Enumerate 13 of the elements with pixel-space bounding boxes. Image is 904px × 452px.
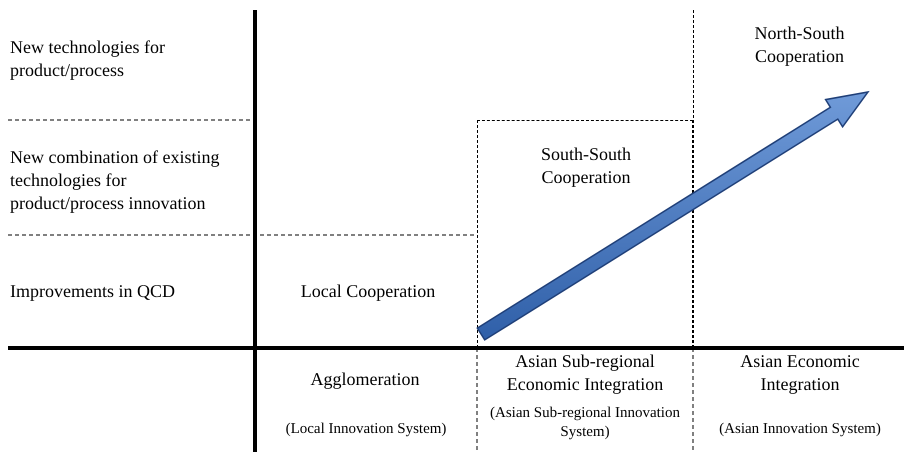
column-label: Asian Sub-regional Economic Integration: [506, 350, 664, 396]
region-label: North-South Cooperation: [754, 22, 846, 68]
cell-label: Local Cooperation: [300, 280, 436, 303]
column-sublabel: (Local Innovation System): [284, 420, 448, 439]
row-label: New technologies for product/process: [10, 36, 166, 82]
row-label: New combination of existing technologies for product/process innovation: [10, 146, 220, 215]
column-label: Agglomeration: [310, 368, 420, 391]
column-label: Asian Economic Integration: [739, 350, 861, 396]
row-label: Improvements in QCD: [10, 280, 176, 303]
column-sublabel: (Asian Sub-regional Innovation System): [489, 404, 681, 442]
column-sublabel: (Asian Innovation System): [718, 420, 882, 439]
region-label: South-South Cooperation: [540, 143, 632, 189]
block-arrow: [476, 90, 870, 341]
